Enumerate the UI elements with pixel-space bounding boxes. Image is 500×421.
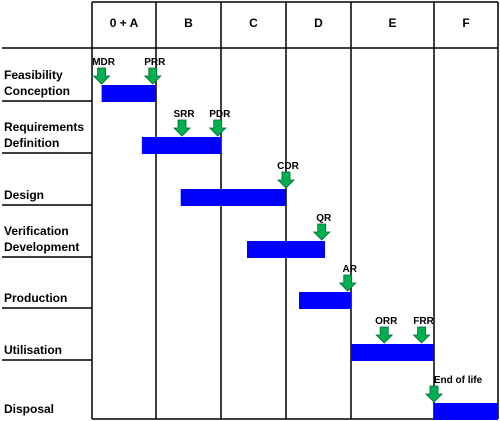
milestone-label: End of life xyxy=(434,375,483,386)
activity-label: Requirements xyxy=(4,120,84,134)
activity-bar xyxy=(141,137,221,154)
activity-label: Verification xyxy=(4,224,69,238)
phase-header: F xyxy=(462,16,469,30)
activity-label: Development xyxy=(4,240,79,254)
milestone: End of life xyxy=(425,375,483,403)
milestone-arrow-icon xyxy=(312,223,331,241)
milestone-arrow-icon xyxy=(338,274,357,292)
activity-label: Definition xyxy=(4,136,59,150)
milestone-label: MDR xyxy=(92,57,116,68)
milestone-arrow-icon xyxy=(208,119,227,137)
milestone-label: ORR xyxy=(375,316,398,327)
milestone: QR xyxy=(312,213,332,241)
activity-labels: FeasibilityConceptionRequirementsDefinit… xyxy=(4,68,84,416)
milestone-label: PRR xyxy=(144,57,166,68)
milestone-arrow-icon xyxy=(375,326,394,344)
milestone-label: FRR xyxy=(413,316,434,327)
activity-bar xyxy=(180,189,286,206)
activity-bar xyxy=(299,292,351,309)
activity-label: Utilisation xyxy=(4,343,62,357)
milestone-label: CDR xyxy=(277,161,299,172)
milestone: CDR xyxy=(277,161,300,189)
milestone: SRR xyxy=(173,109,195,137)
phase-header: E xyxy=(388,16,396,30)
milestone: AR xyxy=(338,264,358,292)
milestone: MDR xyxy=(92,57,116,85)
activity-bar xyxy=(247,241,325,258)
milestone: ORR xyxy=(375,316,398,344)
milestone: PDR xyxy=(208,109,231,137)
activity-bar xyxy=(101,85,156,102)
activity-label: Feasibility xyxy=(4,68,63,82)
activity-bar xyxy=(351,344,434,361)
activity-bar xyxy=(434,403,498,420)
milestone-label: AR xyxy=(343,264,358,275)
milestone-arrow-icon xyxy=(143,67,162,85)
milestone: FRR xyxy=(412,316,435,344)
phase-header: 0 + A xyxy=(110,16,139,30)
activity-label: Disposal xyxy=(4,402,54,416)
milestone-arrow-icon xyxy=(412,326,431,344)
milestone-arrow-icon xyxy=(92,67,111,85)
phase-header: C xyxy=(249,16,258,30)
milestone-label: PDR xyxy=(209,109,231,120)
phase-header: D xyxy=(314,16,323,30)
phase-headers: 0 + A B C D E F xyxy=(110,16,470,30)
milestones: MDR PRR SRR PDR CDR QR AR ORR FRR End of life xyxy=(92,57,483,403)
milestone-label: SRR xyxy=(173,109,195,120)
phase-header: B xyxy=(184,16,193,30)
milestone-label: QR xyxy=(316,213,332,224)
activity-label: Production xyxy=(4,291,67,305)
milestone-arrow-icon xyxy=(173,119,191,137)
activity-label: Design xyxy=(4,188,44,202)
activity-bars xyxy=(101,85,498,420)
milestone: PRR xyxy=(143,57,166,85)
activity-label: Conception xyxy=(4,84,70,98)
milestone-arrow-icon xyxy=(277,171,295,189)
milestone-arrow-icon xyxy=(425,385,443,403)
